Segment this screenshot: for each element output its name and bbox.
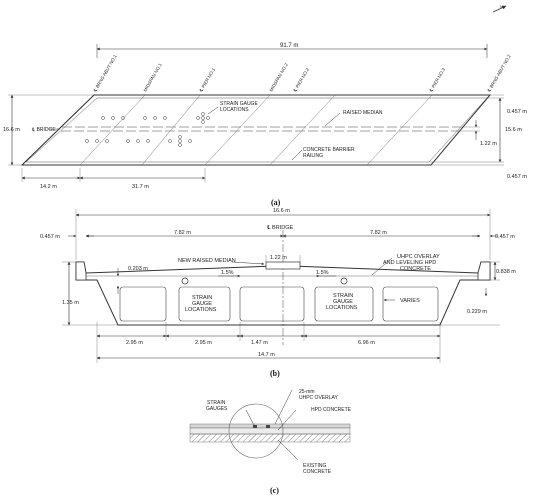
panel-a-plan: N 91.7 m ℄ BRNG ABUT NO.1 MIDSPAN NO.1 ℄…: [3, 4, 527, 207]
varies-label: VARIES: [400, 298, 420, 304]
span-1-label: 14.2 m: [40, 184, 57, 190]
hpd-label: HPD CONCRETE: [311, 407, 352, 413]
gauge-left-2: GAUGE: [192, 301, 212, 307]
width-label-a: 16.6 m: [3, 127, 20, 133]
gauge-left-3: LOCATIONS: [185, 307, 217, 313]
north-arrow-icon: N: [492, 4, 507, 13]
skew-label-pier-1: ℄ PIER NO.1: [198, 67, 216, 94]
overlay-label-2: AND LEVELING HPD: [383, 260, 436, 266]
overlay-label-3: CONCRETE: [400, 266, 431, 272]
caption-b: (b): [270, 369, 280, 378]
bottom-dim-4: 6.96 m: [358, 340, 375, 346]
median-label-b: NEW RAISED MEDIAN: [178, 258, 236, 264]
half-right-label: 7.82 m: [370, 230, 387, 236]
gauge-right-3: LOCATIONS: [326, 305, 358, 311]
overlay-c-1: 25-mm: [299, 389, 315, 395]
bottom-dim-2: 2.95 m: [195, 340, 212, 346]
overlay-c-2: UHPC OVERLAY: [299, 395, 338, 401]
total-length-label: 91.7 m: [280, 43, 298, 49]
dim-0229-label: 0.229 m: [467, 309, 487, 315]
gauge-left-1: STRAIN: [192, 295, 212, 301]
centerline-label-a: ℄ BRIDGE: [31, 127, 56, 133]
skew-label-abut-1: ℄ BRNG ABUT NO.1: [92, 53, 118, 93]
panel-c-detail: STRAIN GAUGES 25-mm UHPC OVERLAY HPD CON…: [189, 389, 352, 495]
skew-label-midspan-1: MIDSPAN NO.1: [143, 62, 164, 93]
strain-gauges-2: GAUGES: [206, 406, 228, 412]
caption-a: (a): [271, 198, 281, 207]
strain-gauge-label-1: STRAIN GAUGE: [220, 101, 258, 107]
bottom-dim-1: 2.95 m: [126, 340, 143, 346]
total-width-label-b: 16.6 m: [273, 208, 290, 214]
strain-gauge-label-2: LOCATIONS: [220, 107, 249, 113]
dim-0838-label: 0.838 m: [496, 269, 516, 275]
gauge-right-1: STRAIN: [333, 293, 353, 299]
offset-top-label: 0.457 m: [507, 109, 527, 115]
offset-bottom-label: 0.457 m: [507, 174, 527, 180]
strain-gauges-1: STRAIN: [207, 400, 226, 406]
skew-label-pier-3: ℄ PIER NO.3: [428, 67, 446, 94]
caption-c: (c): [270, 486, 279, 495]
skew-label-pier-2: ℄ PIER NO.2: [292, 67, 310, 94]
centerline-label-b: ℄ BRIDGE: [266, 225, 293, 231]
dim-0203-label: 0.203 m: [128, 266, 148, 272]
barrier-label-2: RAILING: [303, 153, 323, 159]
skew-label-midspan-2: MIDSPAN NO.2: [269, 62, 290, 93]
overlay-label-1: UHPC OVERLAY: [397, 254, 440, 260]
right-barrier-label: 0.457 m: [495, 234, 515, 240]
barrier-label-1: CONCRETE BARRIER: [303, 147, 355, 153]
half-left-label: 7.82 m: [174, 230, 191, 236]
gauge-right-2: GAUGE: [333, 299, 353, 305]
panel-b-section: 16.6 m 0.457 m 0.457 m 7.82 m 7.82 m ℄ B…: [40, 208, 516, 378]
left-barrier-label: 0.457 m: [40, 234, 60, 240]
bottom-total-label: 14.7 m: [258, 352, 275, 358]
median-width-label: 1.22 m: [270, 255, 287, 261]
bottom-dim-3: 1.47 m: [251, 340, 268, 346]
slope-right-label: 1.5%: [316, 270, 329, 276]
existing-1: EXISTING: [303, 463, 326, 469]
span-2-label: 31.7 m: [132, 184, 149, 190]
skew-label-abut-2: ℄ BRNG ABUT NO.2: [486, 53, 512, 93]
strain-gauge-markers: [85, 112, 210, 147]
existing-2: CONCRETE: [303, 469, 332, 475]
dim-135-label: 1.35 m: [62, 300, 79, 306]
north-label: N: [500, 4, 503, 9]
slope-left-label: 1.5%: [221, 270, 234, 276]
raised-median-label: RAISED MEDIAN: [343, 110, 383, 116]
inner-width-label: 15.6 m: [505, 127, 522, 133]
median-offset-label: 1.22 m: [480, 141, 497, 147]
